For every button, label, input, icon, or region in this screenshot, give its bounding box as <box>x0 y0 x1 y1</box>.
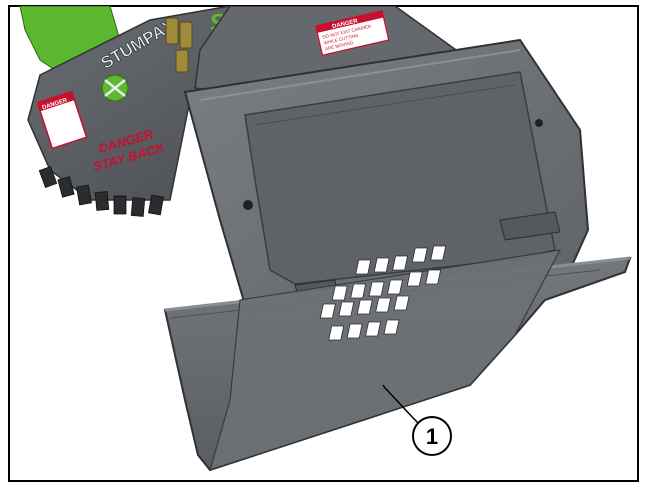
callout-leader-line <box>382 384 421 426</box>
brand-logo-emblem <box>101 74 129 102</box>
top-danger-text-line3: ARE MOVING <box>325 40 355 51</box>
side-danger-decal: DANGER <box>36 90 88 150</box>
grate-slots <box>319 245 447 341</box>
front-plate-lower <box>209 249 562 471</box>
hydraulic-fittings <box>165 17 193 73</box>
mount-hole-right <box>535 119 543 127</box>
cutter-teeth <box>38 165 164 217</box>
callout-circle <box>412 416 452 456</box>
top-danger-decal: DANGER DO NOT EXIT CARRIER WHILE CUTTING… <box>315 9 390 56</box>
callout-number: 1 <box>426 424 438 449</box>
mount-hole-left <box>243 200 253 210</box>
top-danger-label: DANGER <box>332 18 359 30</box>
